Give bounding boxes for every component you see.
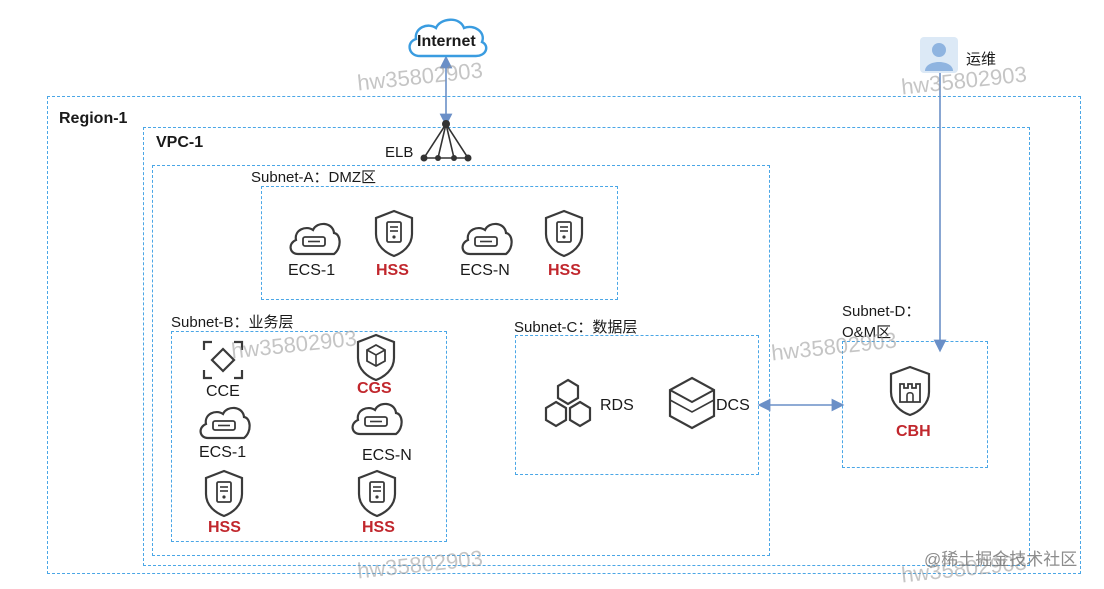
- ecs-icon: [458, 218, 514, 258]
- cbh-icon: [889, 365, 931, 417]
- vpc-box: [143, 127, 1030, 566]
- main-subnet-box: [152, 165, 770, 556]
- rds-icon: [544, 378, 592, 428]
- subnet-a-title: Subnet-A：DMZ区: [251, 169, 377, 186]
- ecs-icon: [196, 402, 252, 442]
- ecs-n-label: ECS-N: [460, 262, 510, 279]
- region-label: Region-1: [59, 110, 128, 127]
- elb-label: ELB: [385, 144, 414, 161]
- subnet-a-box: [261, 186, 618, 300]
- user-icon: [920, 37, 958, 73]
- hss-icon: [355, 468, 399, 518]
- subnet-d-title-line1: Subnet-D：: [842, 303, 921, 320]
- cce-icon: [202, 340, 244, 380]
- subnet-b-box: [171, 331, 447, 542]
- vpc-label: VPC-1: [156, 134, 204, 151]
- region-box: [47, 96, 1081, 574]
- subnet-b-title: Subnet-B：业务层: [171, 314, 294, 331]
- hss-label: HSS: [548, 262, 581, 279]
- elb-icon: [420, 120, 472, 162]
- hss-icon: [372, 208, 416, 258]
- ecs-icon: [286, 218, 342, 258]
- cce-label: CCE: [206, 383, 240, 400]
- hss-icon: [542, 208, 586, 258]
- ecs-1-label: ECS-1: [288, 262, 336, 279]
- ecs-icon: [348, 398, 404, 438]
- subnet-c-title: Subnet-C：数据层: [514, 319, 638, 336]
- dcs-icon: [668, 376, 716, 430]
- internet-cloud-icon: [408, 18, 488, 58]
- hss-label: HSS: [362, 519, 395, 536]
- ecs-1-label: ECS-1: [199, 444, 247, 461]
- hss-label: HSS: [208, 519, 241, 536]
- ops-label: 运维: [966, 51, 997, 68]
- cgs-icon: [356, 333, 396, 382]
- ecs-n-label: ECS-N: [362, 447, 412, 464]
- footer-credit: @稀土掘金技术社区: [924, 550, 1078, 569]
- hss-label: HSS: [376, 262, 409, 279]
- hss-icon: [202, 468, 246, 518]
- internet-label: Internet: [417, 33, 476, 50]
- dcs-label: DCS: [716, 397, 750, 414]
- subnet-d-title-line2: O&M区: [842, 324, 892, 341]
- cbh-label: CBH: [896, 423, 931, 440]
- rds-label: RDS: [600, 397, 634, 414]
- cgs-label: CGS: [357, 380, 392, 397]
